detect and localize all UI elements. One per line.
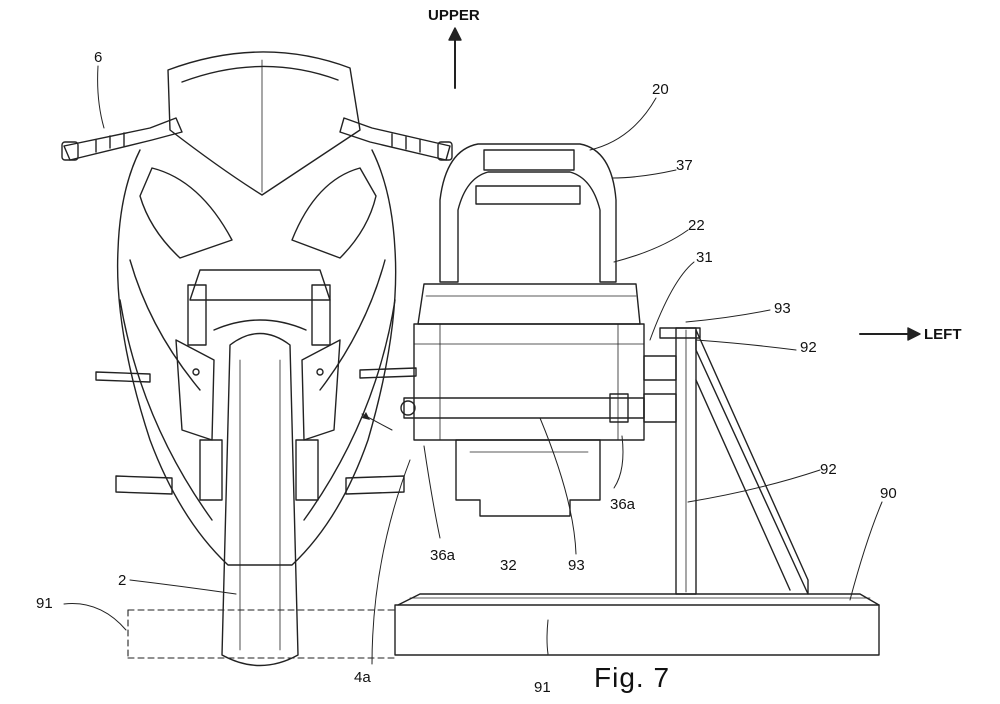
label-post-lower: 92 <box>820 461 837 478</box>
label-bracket-lower: 93 <box>568 557 585 574</box>
upper-arrow <box>448 27 462 89</box>
motorcycle <box>61 51 453 667</box>
label-hook-left: 36a <box>430 547 456 564</box>
label-battery-unit: 20 <box>652 81 669 98</box>
left-direction-label: LEFT <box>924 326 962 343</box>
leader-lines <box>63 65 883 665</box>
figure-caption: Fig. 7 <box>594 662 671 693</box>
label-handlebar: 6 <box>94 49 103 66</box>
label-stand-base: 90 <box>880 485 897 502</box>
label-battery-lower: 32 <box>500 557 517 574</box>
label-ground-left: 91 <box>36 595 53 612</box>
label-handle: 37 <box>676 157 693 174</box>
label-battery-case: 22 <box>688 217 705 234</box>
left-handlebar <box>61 117 183 161</box>
ground-region-left <box>127 609 396 659</box>
upper-direction-label: UPPER <box>428 7 480 24</box>
support-frame <box>659 327 809 595</box>
label-front-wheel: 2 <box>118 572 127 589</box>
label-post-upper: 92 <box>800 339 817 356</box>
stand-base <box>394 593 880 656</box>
front-wheel <box>213 319 307 667</box>
label-hook-right: 36a <box>610 496 636 513</box>
label-case-body: 31 <box>696 249 713 266</box>
label-attachment-part: 4a <box>354 669 371 686</box>
left-arrow <box>859 327 921 341</box>
label-bracket-upper: 93 <box>774 300 791 317</box>
battery-unit <box>400 143 677 517</box>
label-ground-bottom: 91 <box>534 679 551 696</box>
right-handlebar <box>339 117 453 161</box>
